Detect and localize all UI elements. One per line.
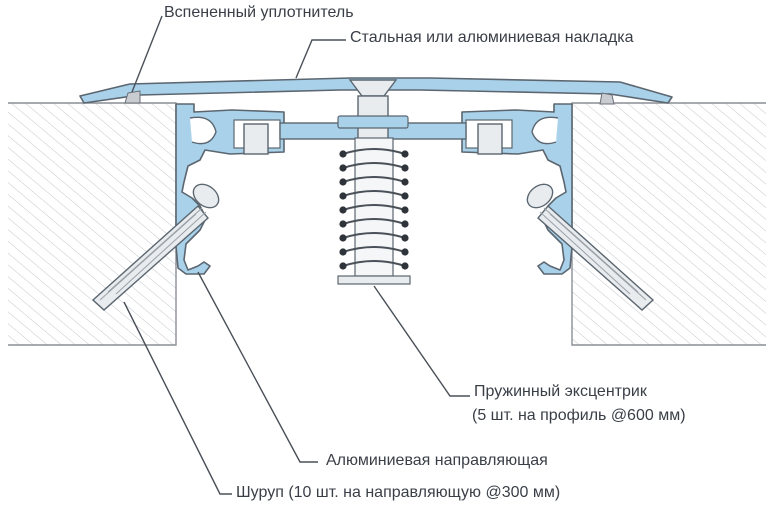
spring-coil (342, 246, 406, 253)
left-screw (91, 183, 220, 311)
spring-coil-end (339, 164, 347, 172)
spring-coil-end (339, 234, 347, 242)
spring-coil-end (339, 150, 347, 158)
spring-coil-end (339, 220, 347, 228)
spring-eccentric-sublabel: (5 шт. на профиль @600 мм) (472, 407, 686, 424)
leader-guide (197, 271, 318, 463)
spring-coil (342, 176, 406, 183)
spring-coil-end (401, 150, 409, 158)
spring-coil-end (401, 234, 409, 242)
spring-coil-end (401, 262, 409, 270)
left-concrete-slab (8, 102, 177, 346)
spring-coil-end (401, 220, 409, 228)
spring-coil-end (401, 192, 409, 200)
leader-spring (373, 285, 470, 397)
left-aluminium-profile (175, 103, 285, 275)
spring-coil-end (339, 178, 347, 186)
spring-coil-end (339, 192, 347, 200)
leader-cover-plate (295, 39, 346, 79)
spring-coil-end (339, 262, 347, 270)
leader-lines (123, 15, 470, 495)
right-screw (526, 183, 655, 311)
spring-coil-end (401, 178, 409, 186)
spring-coils (339, 148, 409, 270)
right-concrete-slab (571, 102, 766, 346)
screw-label: Шуруп (10 шт. на направляющую @300 мм) (236, 484, 561, 501)
spring-coil (342, 260, 406, 267)
right-aluminium-profile (461, 103, 573, 275)
aluminium-guide-label: Алюминиевая направляющая (326, 452, 548, 469)
spring-coil-end (401, 206, 409, 214)
spring-coil-end (401, 164, 409, 172)
cover-plate-label: Стальная или алюминиевая накладка (350, 29, 634, 46)
spring-coil (342, 204, 406, 211)
spring-coil (342, 232, 406, 239)
spring-coil (342, 162, 406, 169)
spring-coil (342, 148, 406, 155)
spring-coil-end (401, 248, 409, 256)
leader-foam-seal (131, 15, 163, 93)
spring-coil-end (339, 248, 347, 256)
spring-eccentric (337, 79, 411, 285)
foam-seal (124, 90, 615, 105)
spring-coil (342, 190, 406, 197)
foam-seal-label: Вспененный уплотнитель (164, 4, 354, 21)
spring-eccentric-label: Пружинный эксцентрик (474, 383, 647, 400)
spring-coil-end (339, 206, 347, 214)
leader-screw (123, 301, 232, 495)
spring-coil (342, 218, 406, 225)
